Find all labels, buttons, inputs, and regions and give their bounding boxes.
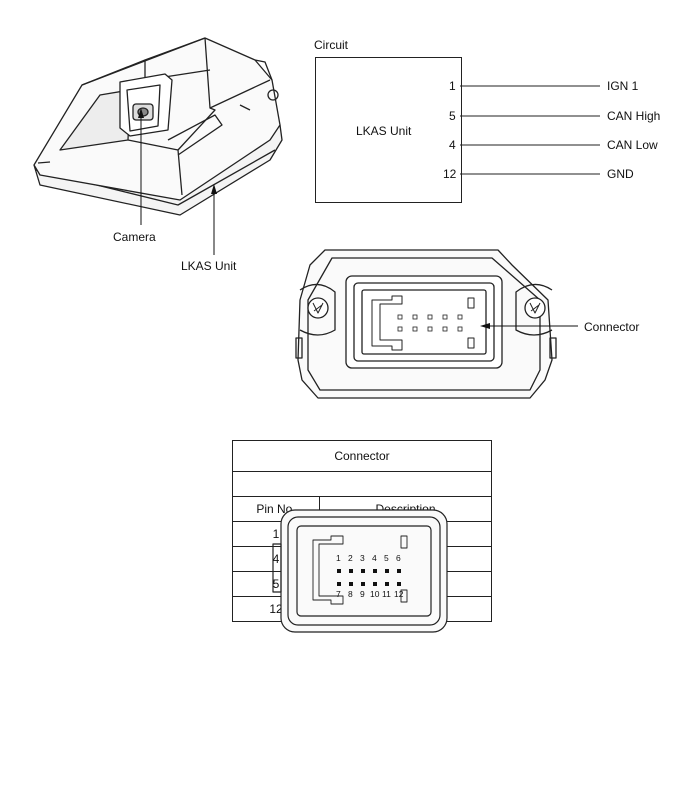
pin-number: 1 xyxy=(336,553,341,563)
pin-number: 9 xyxy=(360,589,365,599)
circuit-box-label: LKAS Unit xyxy=(356,124,412,138)
pin-number: 11 xyxy=(382,589,391,599)
pin-number: 8 xyxy=(348,589,353,599)
pin-number: 10 xyxy=(370,589,380,599)
connector-pin-table: Connector 1 xyxy=(232,440,492,633)
circuit-pin-name: IGN 1 xyxy=(607,79,639,93)
pin-number: 6 xyxy=(396,553,401,563)
pin-number: 12 xyxy=(394,589,404,599)
circuit-title: Circuit xyxy=(314,38,349,52)
circuit-box xyxy=(315,57,462,203)
lkas-unit-label: LKAS Unit xyxy=(181,259,237,273)
connector-face-diagram xyxy=(272,509,448,633)
table-title: Connector xyxy=(232,440,492,472)
pin-number: 4 xyxy=(372,553,377,563)
circuit-pin-num: 5 xyxy=(449,109,456,123)
connector-label: Connector xyxy=(584,320,640,334)
circuit-pin-num: 4 xyxy=(449,138,456,152)
circuit-pin-name: CAN Low xyxy=(607,138,658,152)
circuit-pin-num: 12 xyxy=(443,167,457,181)
pin-number: 2 xyxy=(348,553,353,563)
connector-face-cell: 1 2 3 4 5 6 7 8 9 10 11 12 xyxy=(232,471,492,633)
circuit-pin-name: GND xyxy=(607,167,634,181)
camera-label: Camera xyxy=(113,230,156,244)
pin-number: 5 xyxy=(384,553,389,563)
pin-number: 3 xyxy=(360,553,365,563)
circuit-pin-name: CAN High xyxy=(607,109,661,123)
circuit-pin-num: 1 xyxy=(449,79,456,93)
pin-number: 7 xyxy=(336,589,341,599)
